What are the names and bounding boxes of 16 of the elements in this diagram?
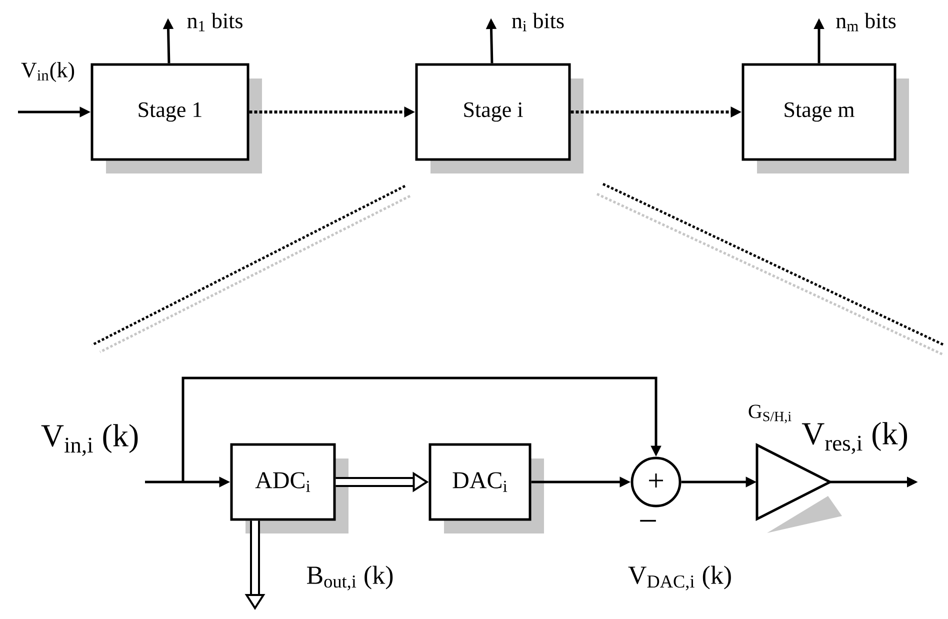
signal-label: n$_{1}$ bits bbox=[187, 12, 242, 32]
signal-label: V$_{in}$(k) bbox=[21, 62, 74, 82]
signal-label: n$_{m}$ bits bbox=[836, 12, 896, 32]
minus-sign: − bbox=[640, 520, 656, 522]
signal-label: V$_{DAC,i}$ (k) bbox=[628, 566, 731, 590]
signal-label: n$_{i}$ bits bbox=[512, 12, 564, 32]
signal-label: V$_{res,i}$ (k) bbox=[802, 422, 908, 454]
stage-box: Stage 1 bbox=[90, 63, 262, 174]
stage-box: Stage m bbox=[742, 63, 909, 174]
signal-label: V$_{in,i}$ (k) bbox=[41, 424, 138, 456]
signal-label: B$_{out,i}$ (k) bbox=[307, 566, 393, 590]
block-box: DAC$_{i}$ bbox=[428, 443, 544, 534]
arrow bbox=[182, 376, 662, 482]
gain-label: G$_{S/H,i}$ bbox=[748, 404, 792, 424]
block-box: ADC$_{i}$ bbox=[230, 443, 348, 534]
stage-box: Stage i bbox=[415, 63, 584, 174]
